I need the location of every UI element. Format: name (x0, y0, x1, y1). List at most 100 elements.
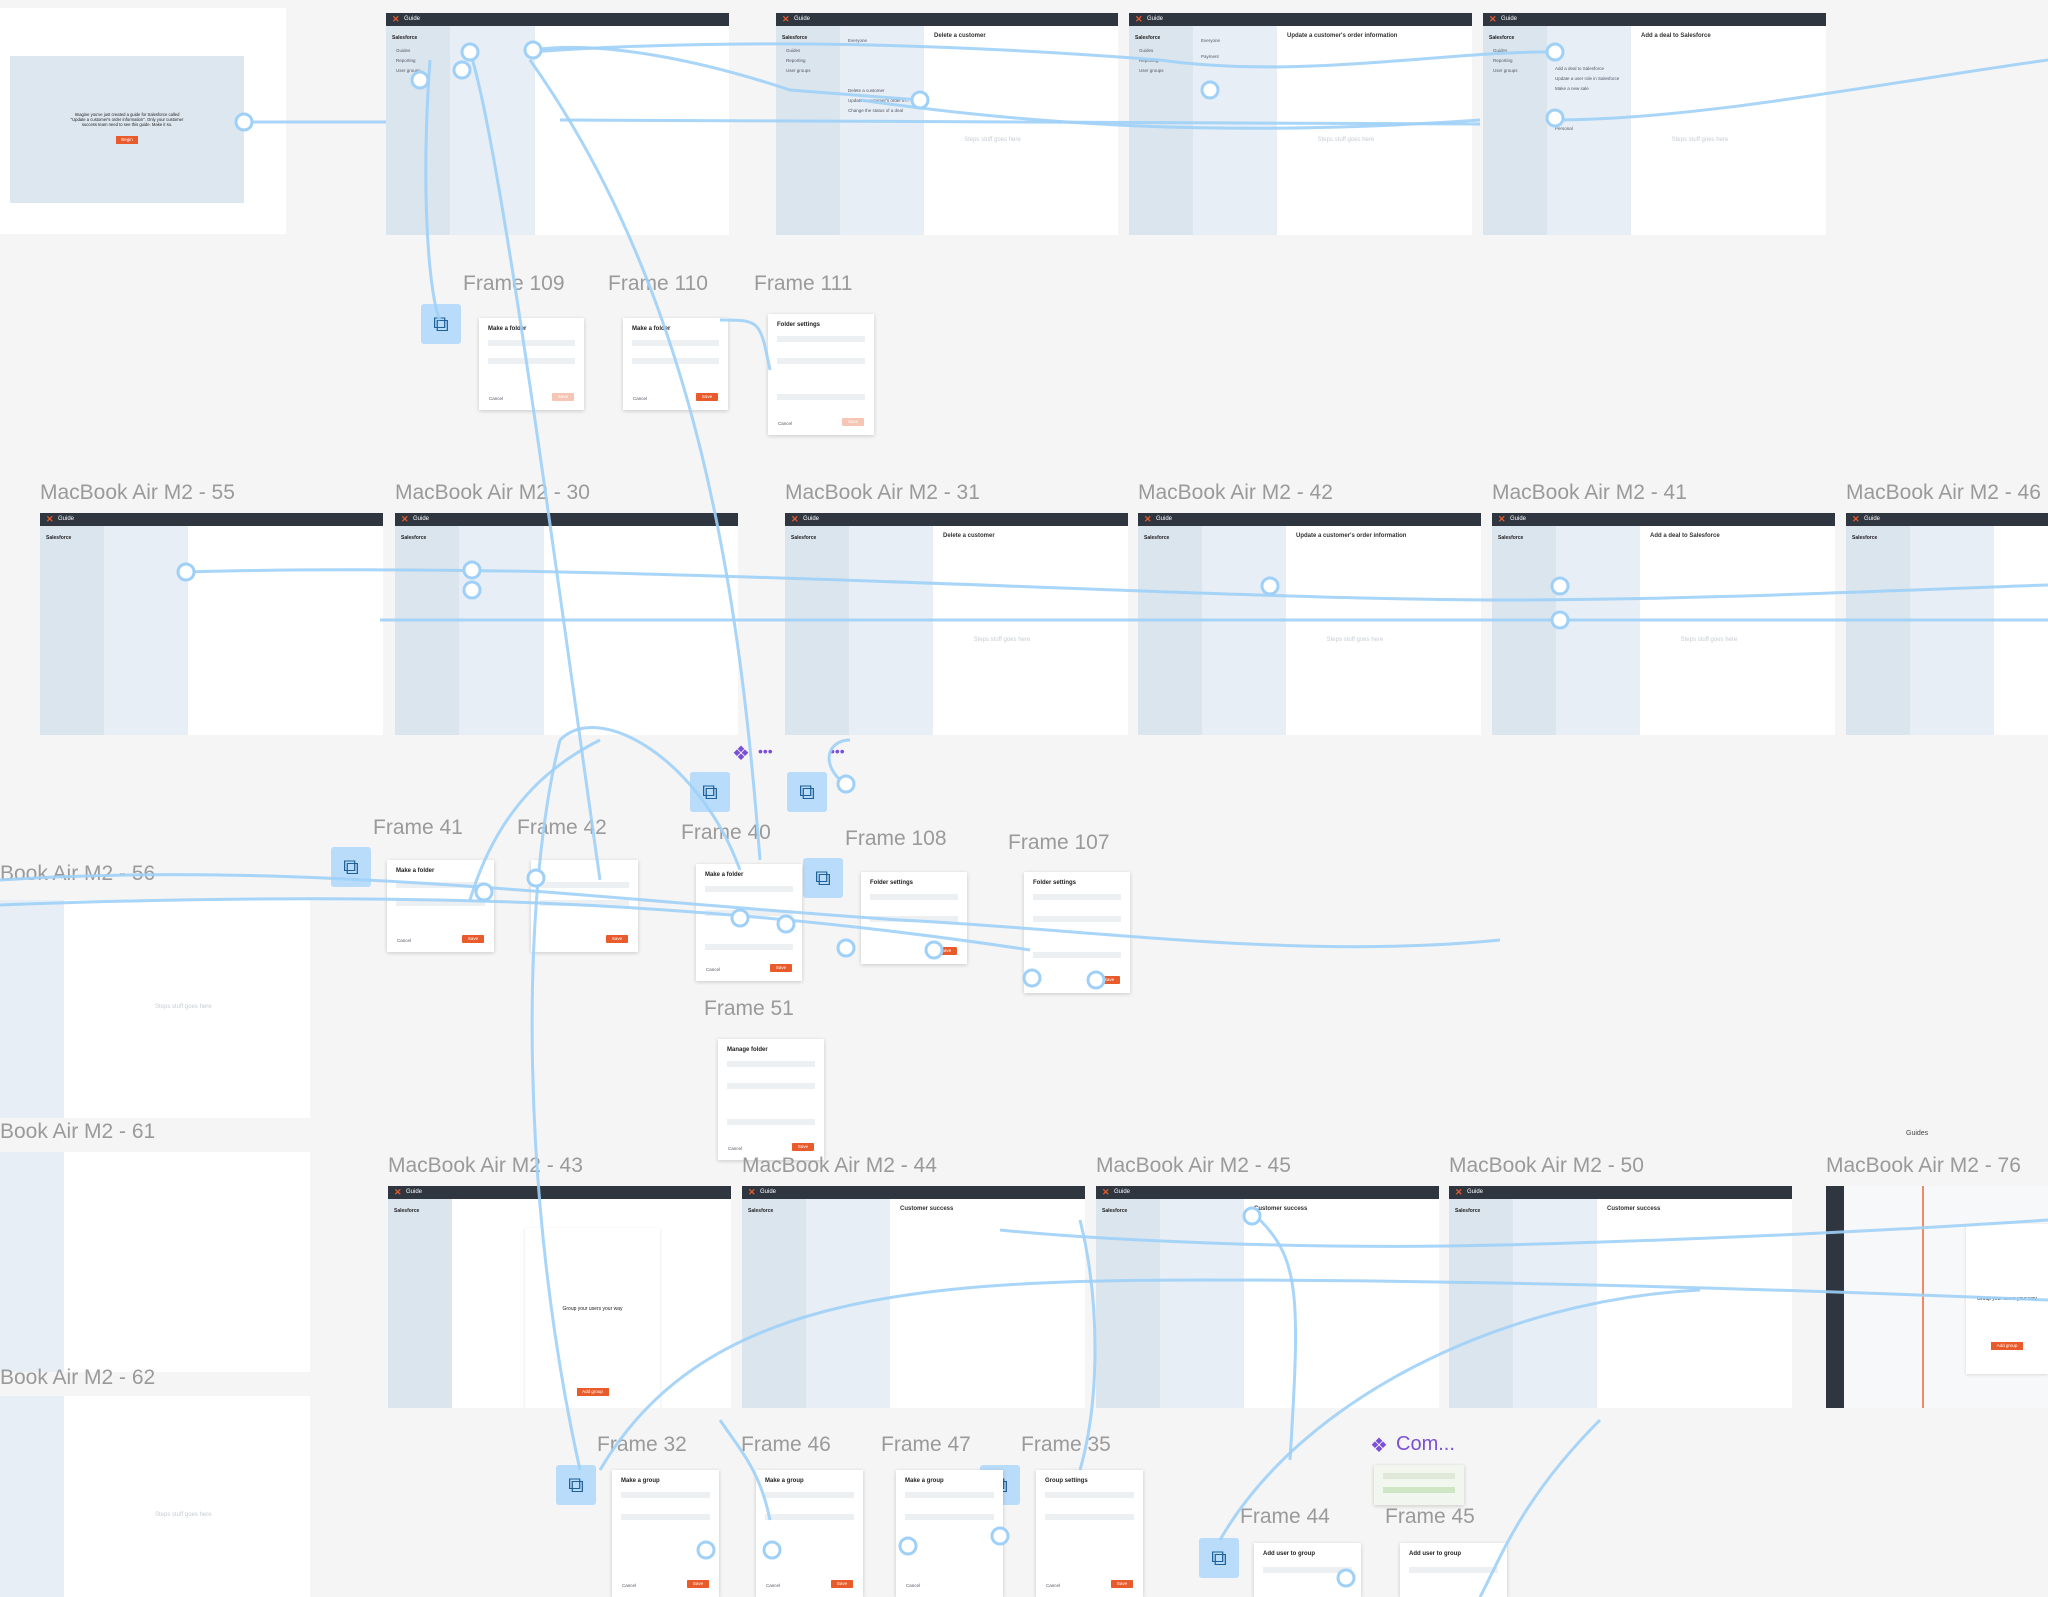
cancel-button[interactable]: Cancel (622, 1583, 637, 1588)
cancel-button[interactable]: Cancel (397, 938, 412, 943)
frame-link-icon[interactable]: ⧉ (421, 304, 461, 344)
connection-handle[interactable] (462, 580, 482, 600)
sidebar-item-guides[interactable]: Guides (1493, 48, 1508, 53)
sidebar-item-guides[interactable]: Guides (396, 48, 411, 53)
save-button[interactable]: Save (1098, 976, 1120, 984)
save-button[interactable]: Save (1111, 1580, 1133, 1588)
panel-item[interactable]: Add a deal to Salesforce (1555, 66, 1605, 71)
connection-handle[interactable] (924, 940, 944, 960)
save-button[interactable]: Save (696, 393, 718, 401)
save-button[interactable]: Save (842, 418, 864, 426)
panel-item[interactable]: Delete a customer (848, 88, 885, 93)
prototype-wire[interactable] (0, 873, 1501, 949)
connection-handle[interactable] (1022, 968, 1042, 988)
connection-handle[interactable] (1545, 108, 1565, 128)
sidebar-item-reporting[interactable]: Reporting (786, 58, 806, 63)
connection-handle[interactable] (836, 938, 856, 958)
prototype-wire[interactable] (529, 42, 1561, 69)
connection-handle[interactable] (990, 1526, 1010, 1546)
prototype-wire[interactable] (530, 739, 582, 1471)
frame-link-icon[interactable]: ⧉ (1199, 1538, 1239, 1578)
connection-handle[interactable] (910, 90, 930, 110)
panel-item[interactable]: Update a customer's order in... (848, 98, 910, 103)
sidebar-item-user-groups[interactable]: User groups (1493, 68, 1518, 73)
save-button[interactable]: Save (462, 935, 484, 943)
panel-item[interactable]: Change the status of a deal (848, 108, 904, 113)
prototype-wire[interactable] (1078, 1219, 1097, 1471)
save-button[interactable]: Save (606, 935, 628, 943)
save-button[interactable]: Save (770, 964, 792, 972)
connection-handle[interactable] (1336, 1568, 1356, 1588)
connection-handle[interactable] (1545, 42, 1565, 62)
connection-handle[interactable] (526, 868, 546, 888)
prototype-wire[interactable] (424, 59, 442, 321)
prototype-wire[interactable] (598, 1278, 2048, 1471)
cancel-button[interactable]: Cancel (906, 1583, 921, 1588)
connection-handle[interactable] (776, 914, 796, 934)
connection-handle[interactable] (1200, 80, 1220, 100)
cancel-button[interactable]: Cancel (1046, 1583, 1061, 1588)
connection-handle[interactable] (176, 562, 196, 582)
more-icon[interactable]: ••• (758, 743, 773, 759)
add-group-button[interactable]: Add group (576, 1388, 609, 1396)
frame-link-icon[interactable]: ⧉ (556, 1465, 596, 1505)
connection-handle[interactable] (452, 60, 472, 80)
save-button[interactable]: Save (792, 1143, 814, 1151)
connection-handle[interactable] (1260, 576, 1280, 596)
connection-handle[interactable] (462, 560, 482, 580)
connection-handle[interactable] (762, 1540, 782, 1560)
sidebar-item-reporting[interactable]: Reporting (396, 58, 416, 63)
begin-button[interactable]: Begin (116, 136, 138, 144)
connection-handle[interactable] (1242, 1206, 1262, 1226)
cancel-button[interactable]: Cancel (706, 967, 721, 972)
prototype-wire[interactable] (0, 897, 1031, 952)
sidebar-item-user-groups[interactable]: User groups (1139, 68, 1164, 73)
connection-handle[interactable] (836, 774, 856, 794)
connection-handle[interactable] (410, 70, 430, 90)
connection-handle[interactable] (474, 882, 494, 902)
sidebar-item-user-groups[interactable]: User groups (396, 68, 421, 73)
panel-item[interactable]: Update a user role in Salesforce (1555, 76, 1620, 81)
save-button[interactable]: Save (687, 1580, 709, 1588)
add-group-button[interactable]: Add group (1991, 1342, 2023, 1350)
save-button[interactable]: Save (552, 393, 574, 401)
prototype-wire[interactable] (999, 1218, 2048, 1248)
prototype-wire[interactable] (528, 59, 762, 861)
connection-handle[interactable] (730, 908, 750, 928)
prototype-wire[interactable] (185, 568, 2048, 602)
cancel-button[interactable]: Cancel (728, 1146, 743, 1151)
cancel-button[interactable]: Cancel (766, 1583, 781, 1588)
prototype-wire[interactable] (532, 45, 921, 102)
frame-link-icon[interactable]: ⧉ (787, 772, 827, 812)
connection-handle[interactable] (460, 42, 480, 62)
connection-handle[interactable] (898, 1536, 918, 1556)
cancel-button[interactable]: Cancel (633, 396, 648, 401)
panel-item[interactable]: Everyone (1201, 38, 1221, 43)
sidebar-item-guides[interactable]: Guides (786, 48, 801, 53)
prototype-wire[interactable] (559, 118, 1481, 126)
frame-link-icon[interactable]: ⧉ (803, 858, 843, 898)
prototype-wire[interactable] (718, 1419, 772, 1521)
save-button[interactable]: Save (831, 1580, 853, 1588)
prototype-wire[interactable] (1554, 58, 2048, 122)
prototype-wire[interactable] (1258, 1218, 1298, 1461)
prototype-wire[interactable] (719, 318, 772, 371)
connection-handle[interactable] (234, 112, 254, 132)
sidebar-item-reporting[interactable]: Reporting (1493, 58, 1513, 63)
prototype-wire[interactable] (468, 51, 602, 881)
panel-item[interactable]: Personal (1555, 126, 1573, 131)
prototype-wire[interactable] (1218, 1288, 1701, 1541)
prototype-wire[interactable] (1478, 1418, 1602, 1597)
panel-item[interactable]: Make a new sale (1555, 86, 1589, 91)
panel-item[interactable]: Everyone (848, 38, 868, 43)
connection-handle[interactable] (523, 40, 543, 60)
save-button[interactable]: Save (935, 947, 957, 955)
sidebar-item-guides[interactable]: Guides (1139, 48, 1154, 53)
cancel-button[interactable]: Cancel (778, 421, 793, 426)
connection-handle[interactable] (1086, 970, 1106, 990)
connection-handle[interactable] (696, 1540, 716, 1560)
prototype-wire[interactable] (558, 726, 742, 871)
sidebar-item-user-groups[interactable]: User groups (786, 68, 811, 73)
prototype-wire[interactable] (827, 738, 851, 782)
cancel-button[interactable]: Cancel (489, 396, 504, 401)
